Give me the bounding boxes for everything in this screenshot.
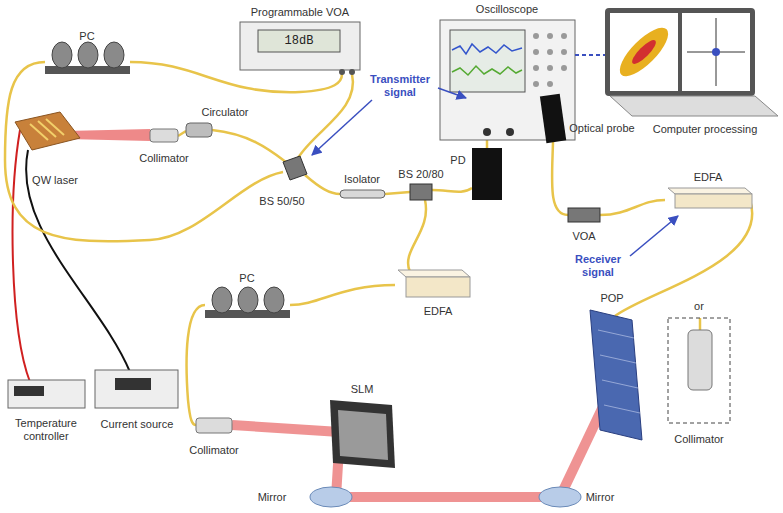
component-label: SLM [351, 383, 374, 396]
component-label: POP [600, 292, 623, 305]
component-label: Isolator [344, 173, 380, 186]
signal-label: Transmitter signal [365, 73, 435, 99]
component-label: Programmable VOA [251, 6, 349, 19]
component-label: PC [239, 272, 254, 285]
attenuation-readout: 18dB [285, 35, 314, 48]
component-label: Oscilloscope [476, 3, 538, 16]
component-label: Current source [101, 418, 174, 431]
component-label: Optical probe [569, 122, 634, 135]
component-label: BS 20/80 [398, 168, 443, 181]
component-label: Mirror [258, 491, 287, 504]
component-label: Collimator [674, 433, 724, 446]
component-label: VOA [572, 230, 595, 243]
component-label: EDFA [694, 171, 723, 184]
component-label: Collimator [139, 152, 189, 165]
signal-label: Receiver signal [567, 253, 629, 279]
component-label: BS 50/50 [259, 195, 304, 208]
component-label: EDFA [424, 305, 453, 318]
component-label: PD [450, 154, 465, 167]
component-label: Mirror [586, 491, 615, 504]
component-label: Temperature controller [6, 417, 86, 443]
component-label: Collimator [189, 444, 239, 457]
component-label: PC [79, 30, 94, 43]
component-label: or [694, 300, 704, 313]
component-label: Circulator [201, 106, 248, 119]
component-label: QW laser [32, 174, 78, 187]
component-label: Computer processing [653, 123, 758, 136]
